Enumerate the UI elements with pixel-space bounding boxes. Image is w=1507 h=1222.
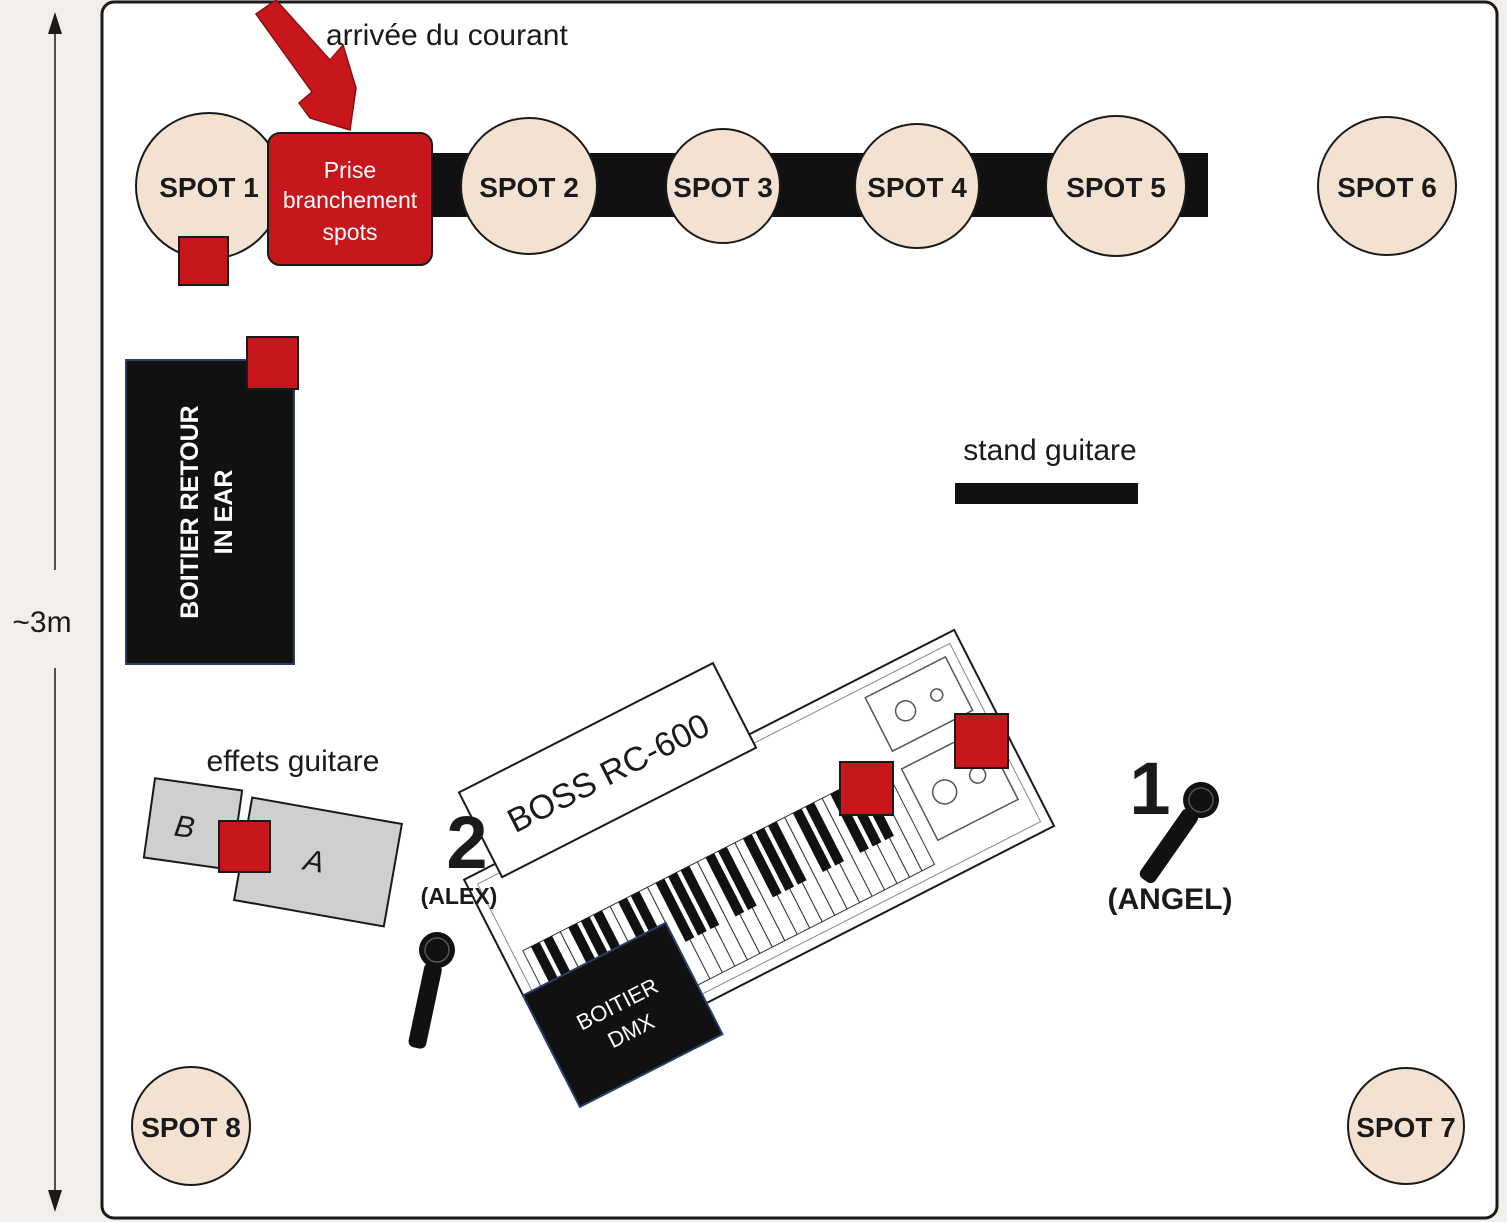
power-outlet-in-ear [246,336,299,390]
power-arrow [254,0,357,131]
spot-7: SPOT 7 [1347,1067,1465,1185]
spot-2-label: SPOT 2 [479,172,579,203]
prise-branchement-spots: Prise branchement spots [267,132,433,266]
boitier-retour-in-ear: BOITIER RETOUR IN EAR [125,359,295,665]
black-key [805,802,845,866]
stand-guitare [955,483,1138,504]
power-outlet-spot-1 [178,236,229,286]
dimension-label: ~3m [12,606,71,639]
singer-1-name: (ANGEL) [1108,883,1233,916]
stand-guitare-label: stand guitare [963,434,1136,467]
stage-area [100,0,1499,1220]
singer-2-name: (ALEX) [421,883,498,909]
prise-line-2: branchement [283,187,418,213]
spot-8-label: SPOT 8 [141,1112,241,1143]
spot-7-label: SPOT 7 [1356,1112,1456,1143]
spot-5: SPOT 5 [1045,115,1187,257]
microphone-2-icon [408,932,455,1049]
boitier-retour-line-2: IN EAR [210,470,238,555]
power-outlet-keyboard-2 [954,713,1009,769]
spot-8: SPOT 8 [131,1066,251,1186]
spot-3-label: SPOT 3 [673,172,773,203]
black-key [718,846,757,911]
black-key [767,821,807,885]
spot-6-label: SPOT 6 [1337,172,1437,203]
black-key [680,865,720,930]
spot-6: SPOT 6 [1317,116,1457,256]
pedal-a: A [232,796,404,928]
dimension-arrow: ~3m [12,12,72,1212]
spot-4: SPOT 4 [854,123,980,249]
pedal-b-label: B [172,810,196,845]
power-outlet-keyboard-1 [839,761,894,816]
spot-1-label: SPOT 1 [159,172,259,203]
microphone-1-icon [1139,782,1219,884]
spot-2: SPOT 2 [460,117,598,255]
singer-1-number: 1 [1129,747,1170,830]
spot-4-label: SPOT 4 [867,172,967,203]
black-key [705,853,745,917]
black-key [668,872,707,936]
singer-2-number: 2 [446,801,487,884]
prise-line-1: Prise [324,157,376,183]
spot-3: SPOT 3 [665,128,781,244]
power-outlet-effects [218,820,271,873]
keyboard-setup: BOSS RC-600 BOITIER DMX [457,628,1056,1109]
black-key [792,808,832,872]
black-key [755,827,795,892]
boitier-retour-line-1: BOITIER RETOUR [176,405,204,618]
effets-guitare-label: effets guitare [207,745,380,778]
black-key [655,878,695,942]
spot-5-label: SPOT 5 [1066,172,1166,203]
boitier-dmx: BOITIER DMX [521,921,724,1109]
keyboard-keys [522,765,936,1050]
prise-line-3: spots [323,219,378,245]
black-key [742,834,782,898]
power-label: arrivée du courant [326,19,568,52]
